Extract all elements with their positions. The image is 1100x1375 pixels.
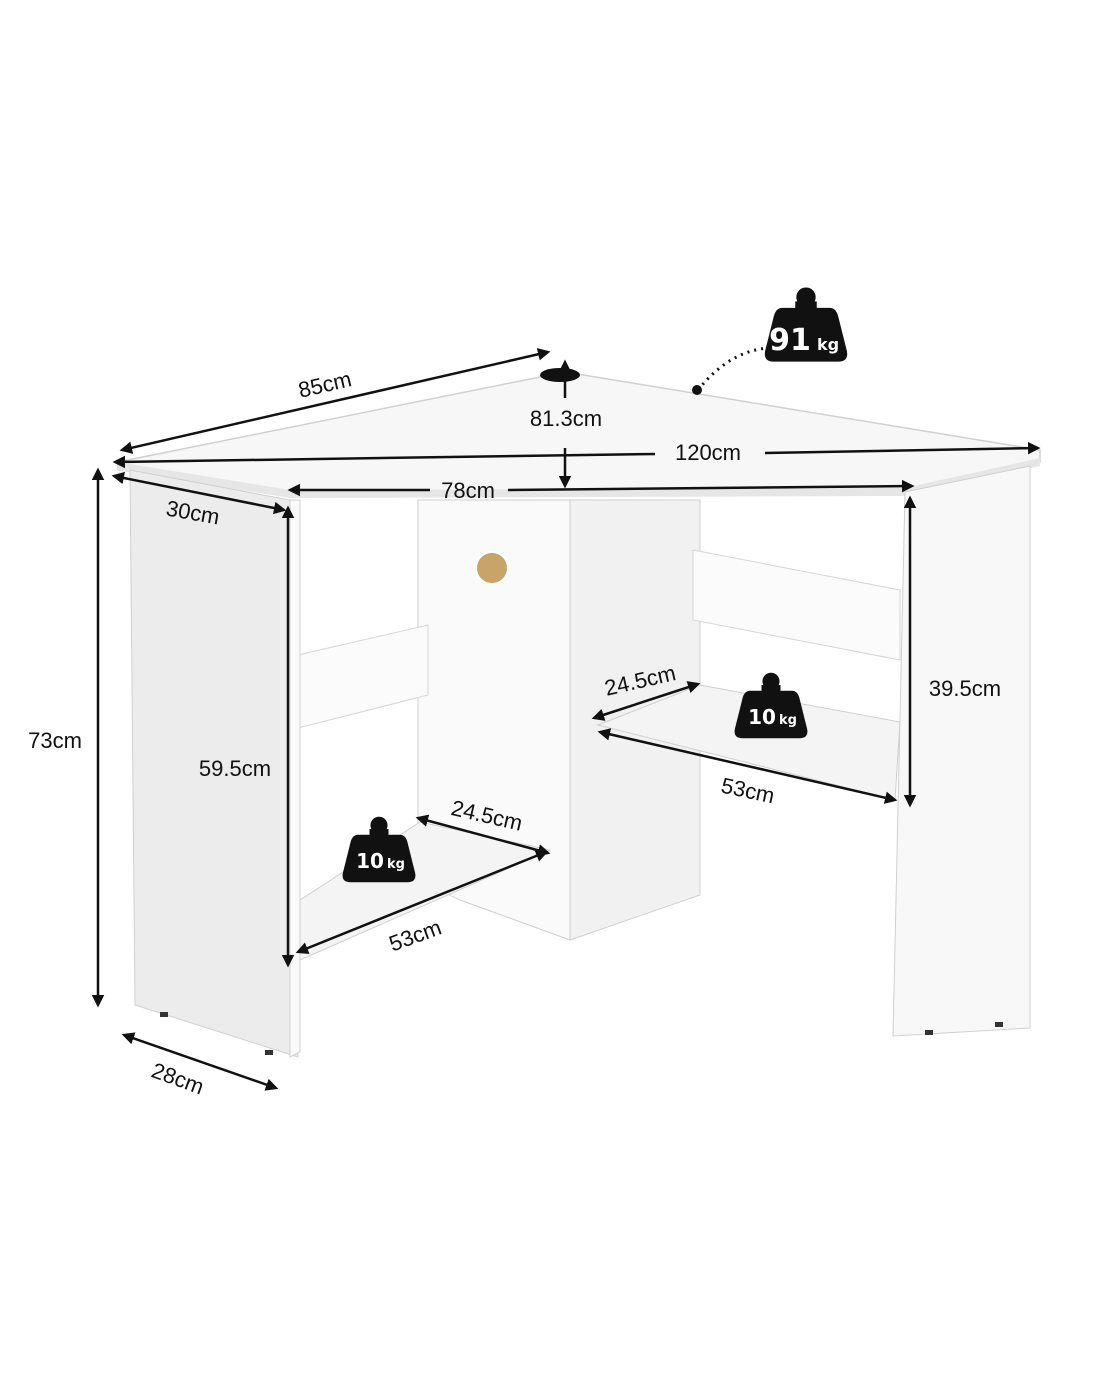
badge-value: 10	[748, 705, 776, 729]
desk	[117, 368, 1041, 1058]
label-28cm: 28cm	[148, 1058, 207, 1100]
badge-unit: kg	[817, 335, 839, 354]
left-panel-edge	[289, 499, 301, 1058]
cable-hole-icon	[475, 551, 509, 585]
badge-value: 91	[769, 323, 811, 358]
cable-grommet-icon	[540, 368, 580, 382]
badge-value: 10	[356, 849, 384, 873]
label-73cm: 73cm	[28, 728, 82, 753]
label-left-shelf-length: 53cm	[386, 915, 445, 957]
left-back-rail	[297, 624, 429, 729]
label-78cm: 78cm	[441, 478, 495, 503]
dimension-lines	[91, 346, 1041, 1091]
weight-badge-right-shelf: 10 kg	[734, 672, 808, 739]
label-59-5cm: 59.5cm	[199, 756, 271, 781]
right-side-panel	[892, 465, 1031, 1037]
badge-unit: kg	[779, 713, 797, 728]
label-120cm: 120cm	[675, 440, 741, 465]
weight-badge-left-shelf: 10 kg	[342, 816, 416, 883]
right-back-rail	[692, 549, 901, 661]
weight-badge-top: 91 kg	[764, 287, 848, 362]
label-right-shelf-length: 53cm	[719, 773, 777, 809]
dimension-labels: 85cm 81.3cm 120cm 78cm 30cm 73cm 59.5cm …	[28, 366, 1001, 1099]
badge-unit: kg	[387, 857, 405, 872]
label-85cm: 85cm	[296, 366, 354, 402]
label-39-5cm: 39.5cm	[929, 676, 1001, 701]
label-81-3cm: 81.3cm	[530, 406, 602, 431]
desk-top	[117, 371, 1041, 493]
